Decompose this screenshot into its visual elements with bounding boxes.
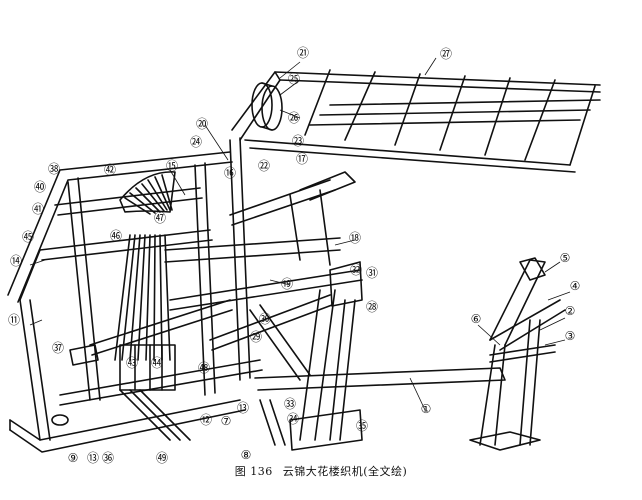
callout-27: ㉗ bbox=[440, 47, 452, 61]
figure-caption: 图 136 云锦大花楼织机(全文绘) bbox=[0, 463, 642, 479]
callout-31: ㉛ bbox=[366, 266, 378, 280]
callout-43: ㊸ bbox=[126, 356, 138, 370]
callout-15: ⑮ bbox=[166, 159, 178, 173]
callout-20: ⑳ bbox=[196, 117, 208, 131]
loom-lines bbox=[7, 69, 601, 453]
callout-12: ⑫ bbox=[200, 413, 212, 427]
callout-1: ① bbox=[421, 402, 432, 416]
callout-11: ⑪ bbox=[8, 313, 20, 327]
callout-37: ㊲ bbox=[52, 341, 64, 355]
callout-35: ㉟ bbox=[356, 419, 368, 433]
callout-2: ② bbox=[565, 304, 576, 318]
callout-46: ㊻ bbox=[110, 229, 122, 243]
callout-labels: ① ② ③ ④ ⑤ ⑥ ⑦ ⑧ ⑨ ⑪ ⑫ ⑬ ⑬ ⑭ ⑮ ⑯ ⑰ ⑱ ⑲ ⑳ … bbox=[8, 46, 580, 465]
callout-25: ㉕ bbox=[288, 72, 300, 86]
callout-21: ㉑ bbox=[297, 46, 309, 60]
callout-9: ⑨ bbox=[68, 451, 79, 465]
figure-number: 图 136 bbox=[234, 465, 273, 478]
callout-32: ㉜ bbox=[350, 263, 362, 277]
callout-49: ㊾ bbox=[156, 451, 168, 465]
callout-14: ⑭ bbox=[10, 254, 22, 268]
callout-6: ⑥ bbox=[471, 312, 482, 326]
callout-28: ㉘ bbox=[366, 300, 378, 314]
callout-24: ㉔ bbox=[190, 135, 202, 149]
callout-38: ㊳ bbox=[48, 162, 60, 176]
callout-16: ⑯ bbox=[224, 166, 236, 180]
callout-41: ㊶ bbox=[32, 202, 44, 216]
callout-33: ㉝ bbox=[284, 397, 296, 411]
callout-18: ⑱ bbox=[349, 231, 361, 245]
callout-3: ③ bbox=[565, 329, 576, 343]
figure-title: 云锦大花楼织机(全文绘) bbox=[282, 465, 408, 478]
callout-45: ㊺ bbox=[22, 230, 34, 244]
callout-34: ㉞ bbox=[287, 412, 299, 426]
callout-36: ㊱ bbox=[102, 451, 114, 465]
callout-48: ㊽ bbox=[198, 361, 210, 375]
callout-29: ㉙ bbox=[250, 330, 262, 344]
callout-8: ⑧ bbox=[241, 448, 252, 462]
callout-13b: ⑬ bbox=[87, 451, 99, 465]
callout-13a: ⑬ bbox=[237, 401, 249, 415]
callout-17: ⑰ bbox=[296, 152, 308, 166]
callout-44: ㊹ bbox=[151, 356, 163, 370]
callout-30: ㉚ bbox=[259, 312, 271, 326]
callout-47: ㊼ bbox=[154, 211, 166, 225]
callout-7: ⑦ bbox=[221, 414, 232, 428]
callout-22: ㉒ bbox=[258, 159, 270, 173]
leader-lines bbox=[29, 57, 571, 411]
callout-4: ④ bbox=[570, 279, 581, 293]
callout-42: ㊷ bbox=[104, 163, 116, 177]
callout-40: ㊵ bbox=[34, 180, 46, 194]
callout-26: ㉖ bbox=[288, 111, 300, 125]
callout-19: ⑲ bbox=[281, 277, 293, 291]
callout-23: ㉓ bbox=[292, 134, 304, 148]
callout-5: ⑤ bbox=[560, 251, 571, 265]
